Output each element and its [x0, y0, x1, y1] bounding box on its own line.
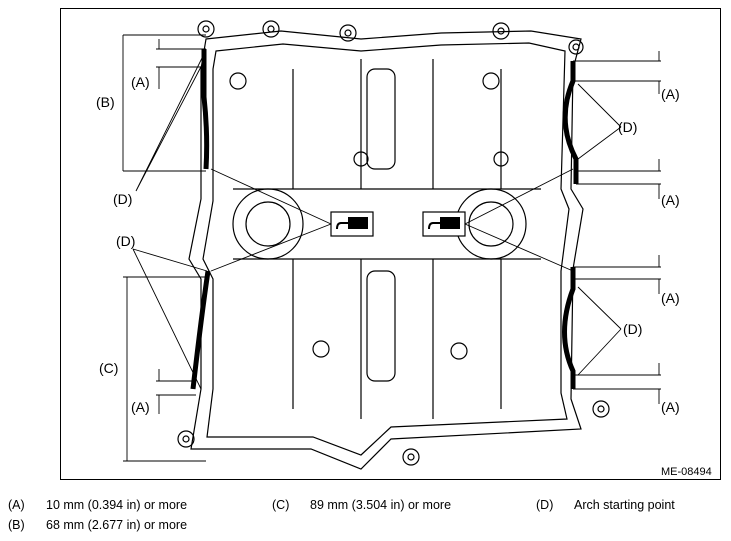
callout-b: (B)	[96, 94, 115, 110]
bead-right-top	[562, 61, 579, 184]
legend-item-a: (A) 10 mm (0.394 in) or more	[8, 498, 187, 512]
cover-outline	[188, 30, 584, 470]
diagram-frame: (A) (B) (D) (D) (C) (A) (A) (D) (A) (A) …	[60, 8, 721, 480]
figure-code: ME-08494	[661, 466, 712, 478]
legend-key: (A)	[8, 498, 25, 512]
callout-a-right-4: (A)	[661, 399, 680, 415]
sealant-icon-right	[422, 211, 466, 237]
bead-left-top	[201, 49, 210, 170]
legend-key: (C)	[272, 498, 290, 512]
legend-text: 68 mm (2.677 in) or more	[46, 518, 188, 532]
callout-a-right-2: (A)	[661, 192, 680, 208]
callout-a-right-3: (A)	[661, 290, 680, 306]
legend-item-b: (B) 68 mm (2.677 in) or more	[8, 518, 187, 532]
legend-text: 10 mm (0.394 in) or more	[46, 498, 188, 512]
cover-diagram: (A) (B) (D) (D) (C) (A) (A) (D) (A) (A) …	[96, 20, 712, 478]
sealant-icon-left	[330, 211, 374, 237]
callout-c: (C)	[99, 360, 118, 376]
callout-a-right-1: (A)	[661, 86, 680, 102]
legend-text: 89 mm (3.504 in) or more	[310, 498, 452, 512]
legend-text: Arch starting point	[574, 498, 675, 512]
bead-right-bottom	[562, 267, 576, 389]
callout-a-left-top: (A)	[131, 74, 150, 90]
legend-item-c: (C) 89 mm (3.504 in) or more	[272, 498, 451, 512]
callout-a-left-bottom: (A)	[131, 399, 150, 415]
cover-inner-outline	[202, 42, 570, 456]
callout-d-left-bottom: (D)	[116, 233, 135, 249]
bead-left-bottom	[190, 270, 211, 390]
legend-key: (D)	[536, 498, 554, 512]
callout-d-left-top: (D)	[113, 191, 132, 207]
callout-d-right-top: (D)	[618, 119, 637, 135]
legend-key: (B)	[8, 518, 25, 532]
callout-d-right-bottom: (D)	[623, 321, 642, 337]
legend-item-d: (D) Arch starting point	[536, 498, 675, 512]
